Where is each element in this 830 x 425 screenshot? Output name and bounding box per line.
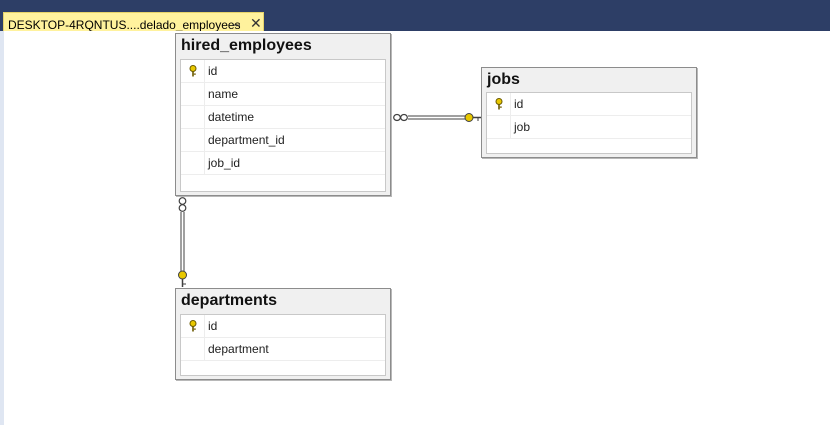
table-title: jobs — [487, 71, 520, 88]
column-name: datetime — [208, 110, 255, 124]
column-row[interactable]: job_id — [181, 152, 385, 175]
column-name: id — [208, 319, 218, 333]
column-row[interactable]: id — [181, 60, 385, 83]
tab-title: DESKTOP-4RQNTUS....delado_employees — [8, 18, 241, 32]
key-cell — [181, 152, 205, 174]
table-departments[interactable]: departments id department — [175, 288, 391, 380]
canvas-left-edge — [0, 31, 4, 425]
key-cell — [181, 83, 205, 105]
primary-key-icon — [495, 98, 503, 110]
column-name: id — [208, 64, 218, 78]
key-cell — [181, 106, 205, 128]
column-grid: id department — [180, 314, 386, 376]
key-cell — [487, 116, 511, 138]
key-cell — [181, 338, 205, 360]
column-grid: id name datetime department_id job_id — [180, 59, 386, 192]
pin-icon[interactable]: ⭲ — [232, 20, 241, 32]
column-name: name — [208, 87, 239, 101]
column-row[interactable]: name — [181, 83, 385, 106]
table-jobs[interactable]: jobs id job — [481, 67, 697, 158]
table-title: hired_employees — [181, 37, 312, 54]
key-cell — [181, 129, 205, 151]
key-cell — [181, 60, 205, 82]
column-row[interactable]: id — [181, 315, 385, 338]
diagram-canvas[interactable] — [0, 31, 830, 425]
column-row[interactable]: department_id — [181, 129, 385, 152]
table-hired-employees[interactable]: hired_employees id name datetime departm… — [175, 33, 391, 196]
title-strip — [0, 0, 830, 5]
document-tab-bar: DESKTOP-4RQNTUS....delado_employees ⭲ ✕ — [0, 5, 830, 36]
key-cell — [487, 93, 511, 115]
column-name: job — [514, 120, 531, 134]
close-icon[interactable]: ✕ — [250, 15, 262, 31]
primary-key-icon — [189, 320, 197, 332]
key-cell — [181, 315, 205, 337]
column-name: job_id — [208, 156, 241, 170]
column-name: department_id — [208, 133, 285, 147]
column-grid: id job — [486, 92, 692, 154]
primary-key-icon — [189, 65, 197, 77]
table-title: departments — [181, 292, 278, 309]
column-row[interactable]: department — [181, 338, 385, 361]
column-name: department — [208, 342, 269, 356]
column-name: id — [514, 97, 524, 111]
column-row[interactable]: datetime — [181, 106, 385, 129]
column-row[interactable]: job — [487, 116, 691, 139]
column-row[interactable]: id — [487, 93, 691, 116]
